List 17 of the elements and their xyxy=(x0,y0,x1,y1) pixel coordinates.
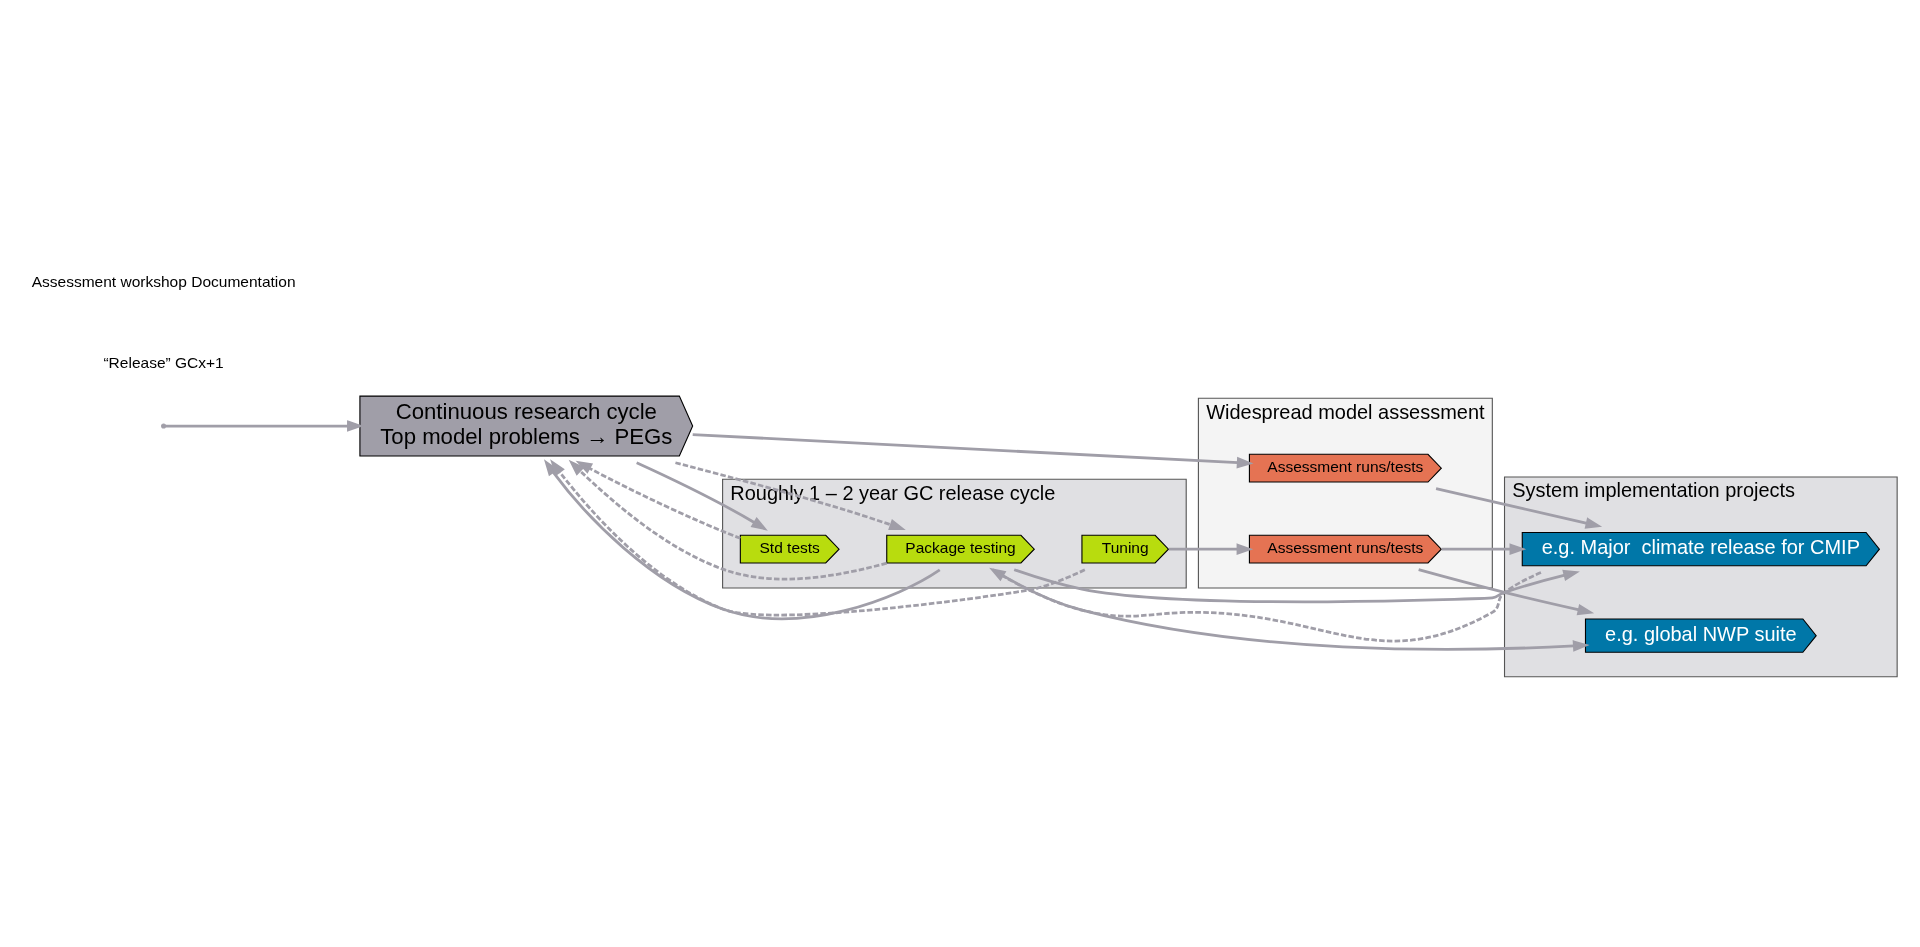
arrow xyxy=(991,567,1590,652)
arrow xyxy=(165,419,364,432)
arrow xyxy=(692,432,1253,468)
arrow xyxy=(543,458,940,620)
arrow xyxy=(575,460,741,540)
arrow xyxy=(1417,567,1594,615)
arrow xyxy=(1435,486,1602,529)
arrow xyxy=(988,567,1541,642)
arrow xyxy=(568,459,887,580)
arrow xyxy=(1441,542,1526,555)
arrow xyxy=(1013,567,1580,603)
arrow xyxy=(674,460,906,530)
arrow xyxy=(635,460,768,531)
label: Assessment workshop Documentation xyxy=(31,272,296,290)
arrow xyxy=(1168,542,1253,555)
arrow xyxy=(549,458,1085,616)
label: “Release” GCx+1 xyxy=(102,353,224,371)
